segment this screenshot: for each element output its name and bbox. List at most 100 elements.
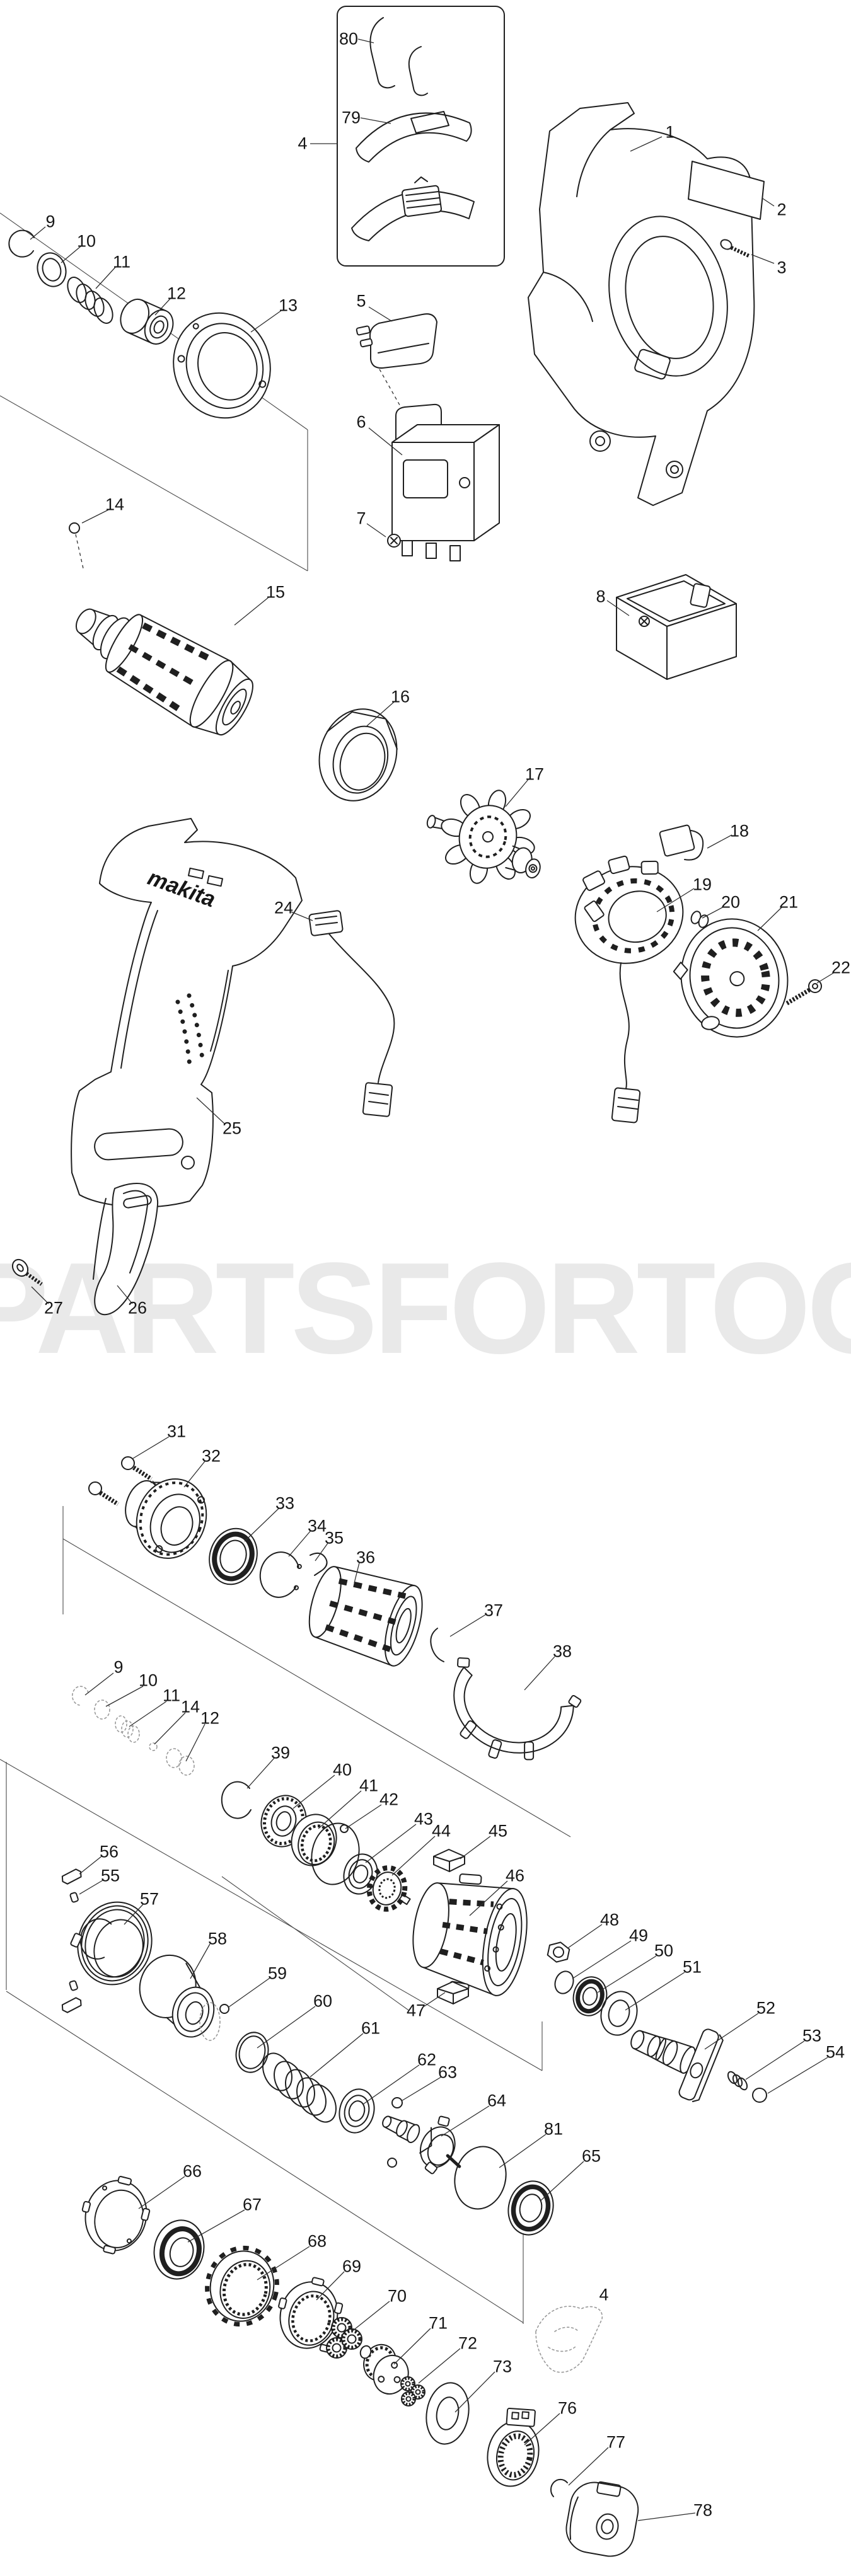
callout-17: 17 xyxy=(524,764,545,784)
part-33-seal-ring xyxy=(209,1527,258,1585)
callout-19: 19 xyxy=(692,875,712,894)
part-11-spring xyxy=(67,277,113,324)
part-10-o-ring xyxy=(37,252,67,287)
part-2-label-sticker xyxy=(688,161,765,220)
part-6-switch xyxy=(391,403,500,561)
part-37-clip xyxy=(430,1628,444,1662)
callout-12: 12 xyxy=(166,284,187,303)
part-31-screws xyxy=(88,1456,166,1506)
callout-49: 49 xyxy=(628,1926,649,1945)
callout-14: 14 xyxy=(105,495,125,514)
part-24-led-module xyxy=(308,910,395,1117)
callout-64: 64 xyxy=(487,2091,507,2110)
callout-15: 15 xyxy=(265,582,286,602)
part-58-clutch-drum xyxy=(139,1954,215,2038)
callout-71: 71 xyxy=(428,2313,448,2333)
part-77-c-clip xyxy=(550,2478,568,2497)
callout-27: 27 xyxy=(43,1298,64,1318)
part-81-o-ring xyxy=(454,2146,507,2210)
part-66-ring xyxy=(81,2176,151,2255)
callout-9: 9 xyxy=(45,212,55,231)
part-61-compression-spring xyxy=(262,2052,337,2123)
callout-7: 7 xyxy=(356,509,366,528)
part-8-terminal-block xyxy=(616,574,737,680)
part-51-washer xyxy=(600,1991,638,2036)
callout-25: 25 xyxy=(222,1118,242,1138)
part-46-gear-case xyxy=(412,1873,528,1996)
callout-10: 10 xyxy=(76,231,96,251)
callout-51: 51 xyxy=(682,1957,702,1977)
callout-70: 70 xyxy=(387,2286,407,2306)
part-57-speed-ring xyxy=(70,1901,153,1986)
callout-39: 39 xyxy=(270,1743,291,1762)
part-12-bushing xyxy=(120,298,174,345)
callout-53: 53 xyxy=(802,2026,822,2045)
part-13-retainer-ring xyxy=(173,312,271,419)
part-38-half-shell-cover xyxy=(453,1657,582,1761)
part-3-screw xyxy=(720,239,750,258)
callout-66: 66 xyxy=(182,2161,202,2181)
part-72-pinion-gears xyxy=(400,2376,426,2406)
callout-33: 33 xyxy=(275,1493,295,1513)
part-36-rubber-boot xyxy=(308,1566,423,1667)
callout-60: 60 xyxy=(313,1991,333,2011)
callout-ghost-12: 12 xyxy=(200,1708,220,1728)
callout-6: 6 xyxy=(356,412,366,432)
part-42-washer-and-ball xyxy=(311,1822,360,1885)
callout-43: 43 xyxy=(414,1809,434,1829)
part-16-hex-ring-nut xyxy=(318,708,398,802)
part-7-screw xyxy=(387,534,401,548)
callout-62: 62 xyxy=(417,2050,437,2069)
part-14-steel-ball xyxy=(69,522,84,569)
callout-73: 73 xyxy=(492,2357,512,2376)
part-45-block xyxy=(433,1849,465,1872)
part-48-hex-nut xyxy=(547,1941,570,1963)
part-71-planet-carrier xyxy=(359,2343,409,2395)
callout-32: 32 xyxy=(201,1446,221,1466)
part-54-steel-ball xyxy=(752,2088,767,2103)
part-39-snap-ring xyxy=(221,1781,252,1819)
part-32-gear-flange xyxy=(125,1478,207,1559)
callout-79: 79 xyxy=(341,108,361,127)
part-56-button-lower xyxy=(61,1997,82,2013)
callout-59: 59 xyxy=(267,1964,287,1983)
part-5-trigger xyxy=(356,313,437,419)
part-56-button-upper xyxy=(61,1868,82,1885)
callout-1: 1 xyxy=(665,122,675,142)
callout-67: 67 xyxy=(242,2195,262,2214)
part-20-pin xyxy=(690,911,709,928)
callout-37: 37 xyxy=(483,1601,504,1620)
part-78-end-cap xyxy=(565,2481,639,2557)
callout-78: 78 xyxy=(693,2500,713,2520)
callout-26: 26 xyxy=(127,1298,148,1318)
part-35-clip xyxy=(310,1552,328,1576)
ghost-parts-9-10-11-14-12 xyxy=(72,1686,195,1776)
part-22-screw xyxy=(785,979,822,1006)
callout-3: 3 xyxy=(777,258,787,277)
part-59-steel-ball xyxy=(199,2002,229,2041)
callout-ghost-10: 10 xyxy=(138,1670,158,1690)
part-25-handle-housing-half: makita xyxy=(71,818,303,1208)
callout-16: 16 xyxy=(390,687,410,706)
part-27-screw xyxy=(11,1258,43,1286)
callout-35: 35 xyxy=(324,1528,344,1548)
callout-54: 54 xyxy=(825,2042,845,2062)
callout-11: 11 xyxy=(112,252,131,272)
part-68-ring-gear xyxy=(205,2245,279,2327)
callout-38: 38 xyxy=(552,1642,572,1661)
part-26-belt-hook xyxy=(93,1183,159,1315)
callout-58: 58 xyxy=(207,1929,228,1948)
callout-13: 13 xyxy=(278,296,298,315)
callout-56: 56 xyxy=(99,1842,119,1861)
callout-34: 34 xyxy=(307,1516,327,1536)
callout-36: 36 xyxy=(356,1548,376,1567)
part-73-flat-washer xyxy=(426,2382,470,2445)
callout-40: 40 xyxy=(332,1760,352,1780)
part-43-ring xyxy=(343,1853,378,1895)
callout-22: 22 xyxy=(831,958,851,977)
callout-63: 63 xyxy=(437,2062,458,2082)
part-15-drill-chuck xyxy=(75,608,253,736)
callout-ghost-11: 11 xyxy=(162,1686,181,1705)
callout-21: 21 xyxy=(779,892,799,912)
